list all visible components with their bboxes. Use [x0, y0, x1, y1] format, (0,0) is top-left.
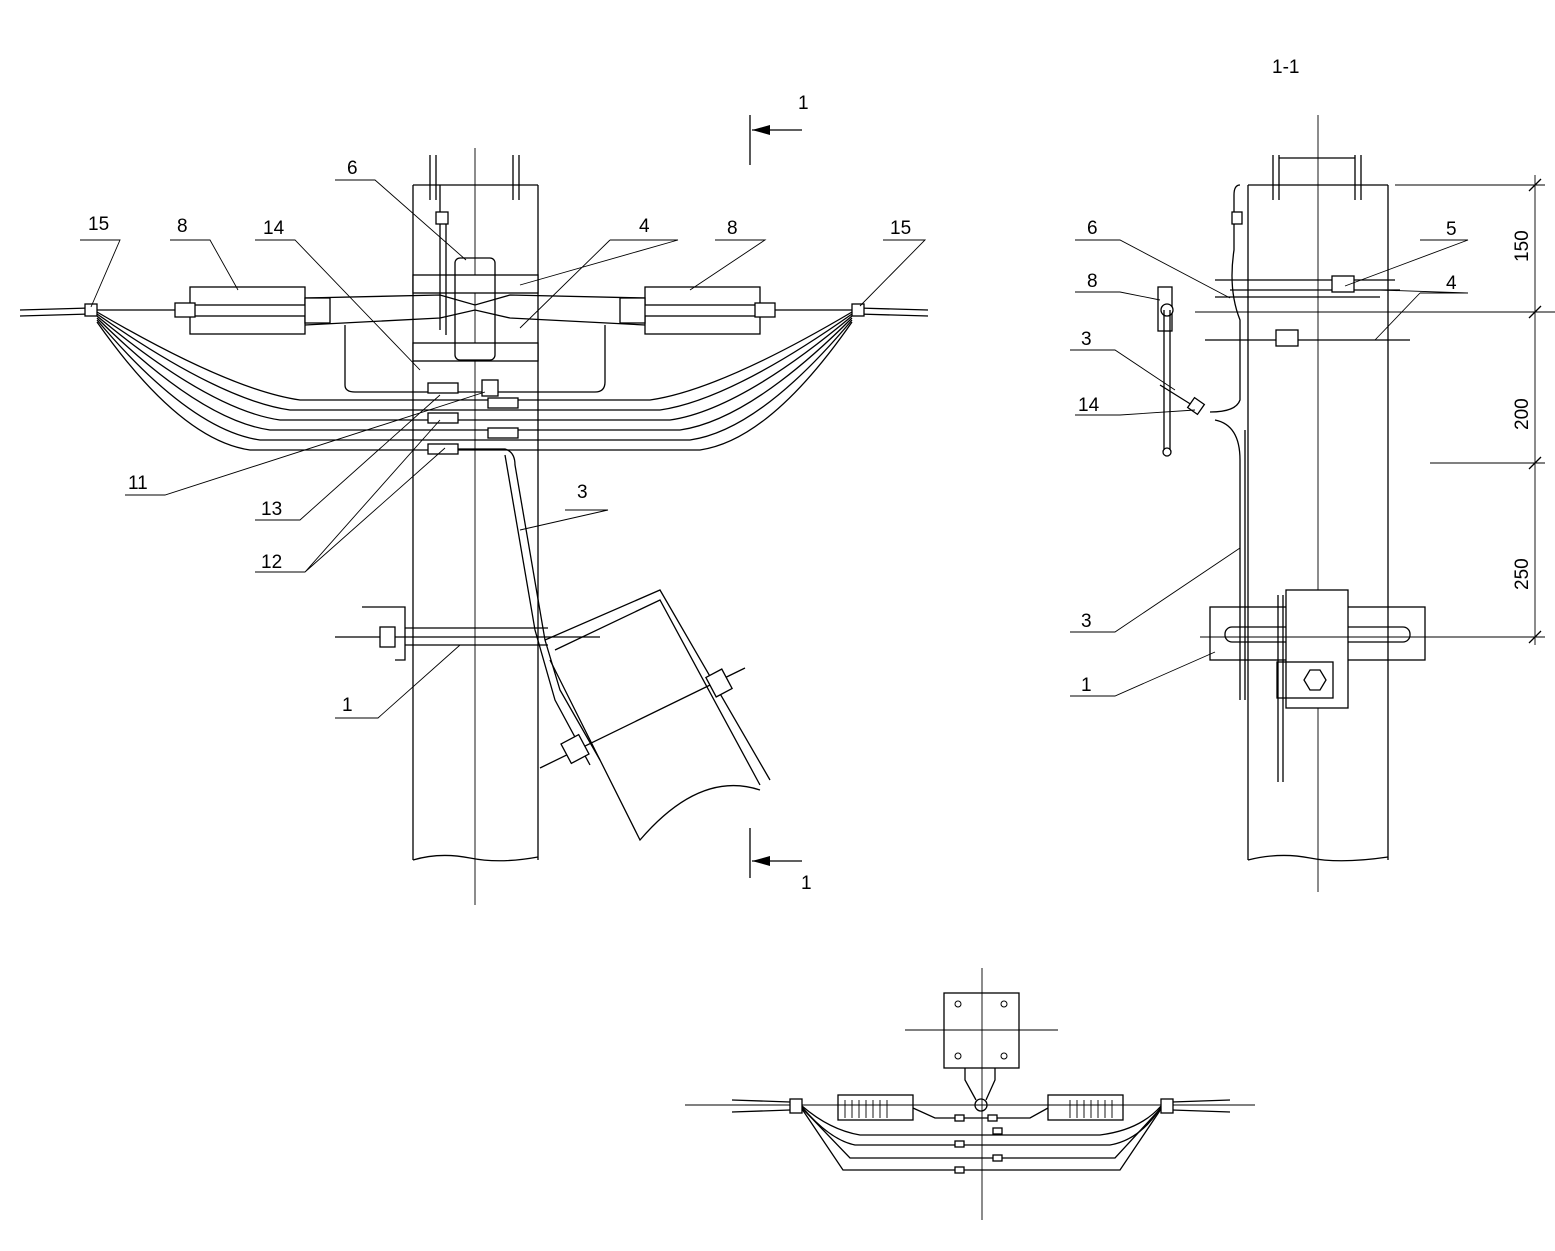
band-upper [412, 274, 539, 294]
insulator-right-upper [644, 286, 761, 306]
messenger-clamp-right [851, 303, 865, 317]
callout-1: 1 [342, 695, 353, 716]
callout-3: 3 [1081, 329, 1092, 350]
plan-messenger-strands [731, 1099, 1231, 1113]
insulator-right-end [754, 302, 776, 318]
hook-rod [1209, 184, 1241, 413]
pole-break [412, 854, 539, 862]
pole-break [1247, 854, 1389, 862]
plan-cable-bundle [801, 1105, 1162, 1171]
insulator-eye [1160, 303, 1174, 317]
meter-box [544, 589, 771, 842]
box-plate [1285, 589, 1349, 709]
callout-4: 4 [1446, 273, 1457, 294]
hook-clamp [435, 211, 449, 225]
box-nut [705, 668, 733, 698]
insulator-left-end [174, 302, 196, 318]
callout-3: 3 [1081, 611, 1092, 632]
callout-14: 14 [1078, 395, 1100, 416]
tap-loop [344, 325, 606, 393]
drop-cable [458, 448, 601, 761]
section-view: 1-1 150 200 250 6 5 8 4 3 [1070, 57, 1555, 892]
drop-rod [1163, 310, 1171, 450]
section-line [749, 115, 802, 878]
drop-cable-2 [504, 454, 591, 766]
dimension-lines [1195, 175, 1555, 645]
connector [487, 397, 519, 409]
plan-view [685, 968, 1255, 1220]
bracket-arm [405, 627, 548, 646]
top-rods [429, 155, 520, 200]
hex-nut-icon [1303, 669, 1327, 691]
section-title: 1-1 [1272, 57, 1299, 78]
connector-13 [427, 412, 459, 424]
messenger-wire [90, 294, 858, 311]
callout-4: 4 [639, 216, 650, 237]
callout-1: 1 [1081, 675, 1092, 696]
plan-insulator-left [837, 1094, 914, 1121]
plan-plate [943, 992, 1020, 1069]
messenger-clamp-left [84, 303, 98, 317]
bracket [335, 606, 600, 661]
hook-rod [439, 185, 447, 335]
plan-bolt-holes [954, 1000, 1008, 1060]
dimension-250: 250 [1512, 558, 1533, 590]
drop-end [1162, 447, 1172, 457]
dimension-ticks [1528, 178, 1542, 644]
insulator-left-lower [189, 315, 306, 335]
nut-block [1276, 661, 1334, 699]
callout-13: 13 [261, 499, 282, 520]
plan-hook [964, 1068, 996, 1101]
box-edge [1277, 595, 1284, 782]
hook-clamp [1231, 211, 1243, 225]
dimension-200: 200 [1512, 398, 1533, 430]
callout-8: 8 [177, 216, 188, 237]
connector-12 [427, 443, 459, 455]
plan-connectors [954, 1114, 1003, 1174]
insulator-left-cap [304, 297, 331, 324]
callout-8: 8 [1087, 271, 1098, 292]
callout-11: 11 [128, 473, 148, 494]
messenger-wire-lower [304, 309, 646, 326]
plan-insulator-sheds [844, 1100, 1113, 1118]
strap-5 [1331, 275, 1355, 293]
band-lower [412, 342, 539, 362]
dimension-150: 150 [1512, 230, 1533, 262]
pole [412, 184, 539, 860]
plan-clamp-right [1160, 1098, 1174, 1114]
connector-11 [481, 379, 499, 397]
hook-plate [454, 257, 496, 361]
callout-6: 6 [1087, 218, 1098, 239]
callout-3: 3 [577, 482, 588, 503]
callout-15: 15 [88, 214, 109, 235]
band-clamp [1275, 329, 1299, 347]
main-view: 1 1 15 8 14 6 4 8 15 11 13 12 3 1 [19, 93, 929, 905]
insulator-right-lower [644, 315, 761, 335]
connector [427, 382, 459, 394]
leader-lines [80, 179, 927, 719]
insulator-right-cap [619, 297, 646, 324]
plan-clamp-left [789, 1098, 803, 1114]
leader-lines [1070, 239, 1469, 697]
section-mark-top: 1 [798, 93, 809, 114]
insulator-left-upper [189, 286, 306, 306]
callout-15: 15 [890, 218, 911, 239]
plan-hook-eye [974, 1098, 988, 1112]
cable-3 [1159, 384, 1246, 700]
top-rods [1272, 155, 1362, 200]
cable-bundle [96, 311, 853, 451]
callout-8: 8 [727, 218, 738, 239]
bands [1205, 279, 1410, 341]
callout-5: 5 [1446, 219, 1457, 240]
callout-12: 12 [261, 552, 282, 573]
section-mark-bottom: 1 [801, 873, 812, 894]
piercing-clamp [1186, 396, 1206, 416]
connector [487, 427, 519, 439]
bracket-nut [379, 626, 396, 648]
callout-14: 14 [263, 218, 285, 239]
callout-6: 6 [347, 158, 358, 179]
messenger-strands [19, 307, 929, 317]
plan-insulator-right [1047, 1094, 1124, 1121]
box-nut [560, 733, 590, 765]
